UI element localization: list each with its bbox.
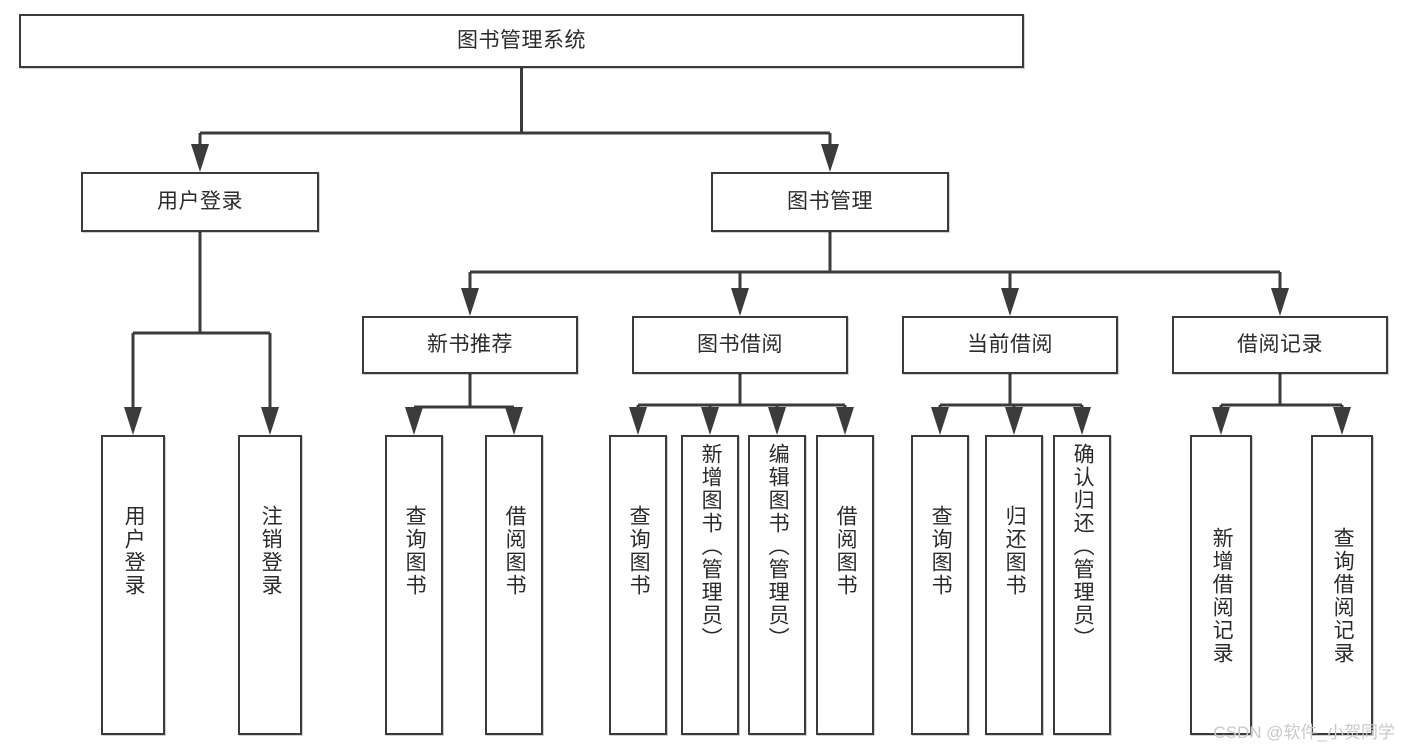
arrowhead-icon [1005,407,1023,435]
node-label: 借阅记录 [1237,333,1323,357]
branch-node-user-login[interactable]: 用户登录 [81,172,319,232]
node-label: 查询图书 [627,505,651,597]
arrowhead-icon [821,144,839,172]
arrowhead-icon [768,407,786,435]
node-label: 图书借阅 [697,333,783,357]
arrowhead-icon [1333,407,1351,435]
arrowhead-icon [931,407,949,435]
leaf-node-leaf-add-record[interactable]: 新增借阅记录 [1190,435,1252,735]
node-label: 新增借阅记录 [1210,527,1234,665]
node-label: 编辑图书（管理员） [766,443,790,650]
leaf-node-leaf-borrow-book-2[interactable]: 借阅图书 [816,435,874,735]
node-label: 图书管理系统 [457,29,586,53]
arrowhead-icon [731,288,749,316]
node-label: 查询借阅记录 [1331,527,1355,665]
leaf-node-leaf-query-record[interactable]: 查询借阅记录 [1311,435,1373,735]
leaf-node-leaf-logout[interactable]: 注销登录 [238,435,302,735]
root-node-root[interactable]: 图书管理系统 [19,14,1024,68]
arrowhead-icon [1073,407,1091,435]
node-label: 用户登录 [157,190,243,214]
node-label: 注销登录 [259,505,283,597]
branch-node-book-manage[interactable]: 图书管理 [711,172,949,232]
leaf-node-leaf-edit-book[interactable]: 编辑图书（管理员） [748,435,806,735]
node-label: 查询图书 [929,505,953,597]
arrowhead-icon [124,407,142,435]
node-label: 新书推荐 [427,333,513,357]
branch-node-book-borrow[interactable]: 图书借阅 [632,316,848,374]
arrowhead-icon [461,288,479,316]
node-label: 归还图书 [1003,505,1027,597]
leaf-node-leaf-user-login[interactable]: 用户登录 [101,435,165,735]
arrowhead-icon [629,407,647,435]
leaf-node-leaf-query-book-1[interactable]: 查询图书 [385,435,443,735]
arrowhead-icon [405,407,423,435]
leaf-node-leaf-return-book[interactable]: 归还图书 [985,435,1043,735]
leaf-node-leaf-query-book-2[interactable]: 查询图书 [609,435,667,735]
node-label: 查询图书 [403,505,427,597]
arrowhead-icon [191,144,209,172]
branch-node-new-book-rec[interactable]: 新书推荐 [362,316,578,374]
leaf-node-leaf-query-book-3[interactable]: 查询图书 [911,435,969,735]
node-label: 确认归还（管理员） [1071,443,1095,650]
node-label: 借阅图书 [503,505,527,597]
node-label: 新增图书（管理员） [699,443,723,650]
arrowhead-icon [1271,288,1289,316]
node-label: 当前借阅 [967,333,1053,357]
node-label: 借阅图书 [834,505,858,597]
watermark: CSDN @软件_小贺同学 [1213,723,1395,742]
arrowhead-icon [505,407,523,435]
arrowhead-icon [1001,288,1019,316]
arrowhead-icon [836,407,854,435]
node-label: 用户登录 [122,505,146,597]
node-label: 图书管理 [787,190,873,214]
branch-node-current-borrow[interactable]: 当前借阅 [902,316,1118,374]
arrowhead-icon [701,407,719,435]
leaf-node-leaf-add-book[interactable]: 新增图书（管理员） [681,435,739,735]
leaf-node-leaf-confirm-return[interactable]: 确认归还（管理员） [1053,435,1111,735]
leaf-node-leaf-borrow-book-1[interactable]: 借阅图书 [485,435,543,735]
arrowhead-icon [261,407,279,435]
branch-node-borrow-record[interactable]: 借阅记录 [1172,316,1388,374]
arrowhead-icon [1212,407,1230,435]
